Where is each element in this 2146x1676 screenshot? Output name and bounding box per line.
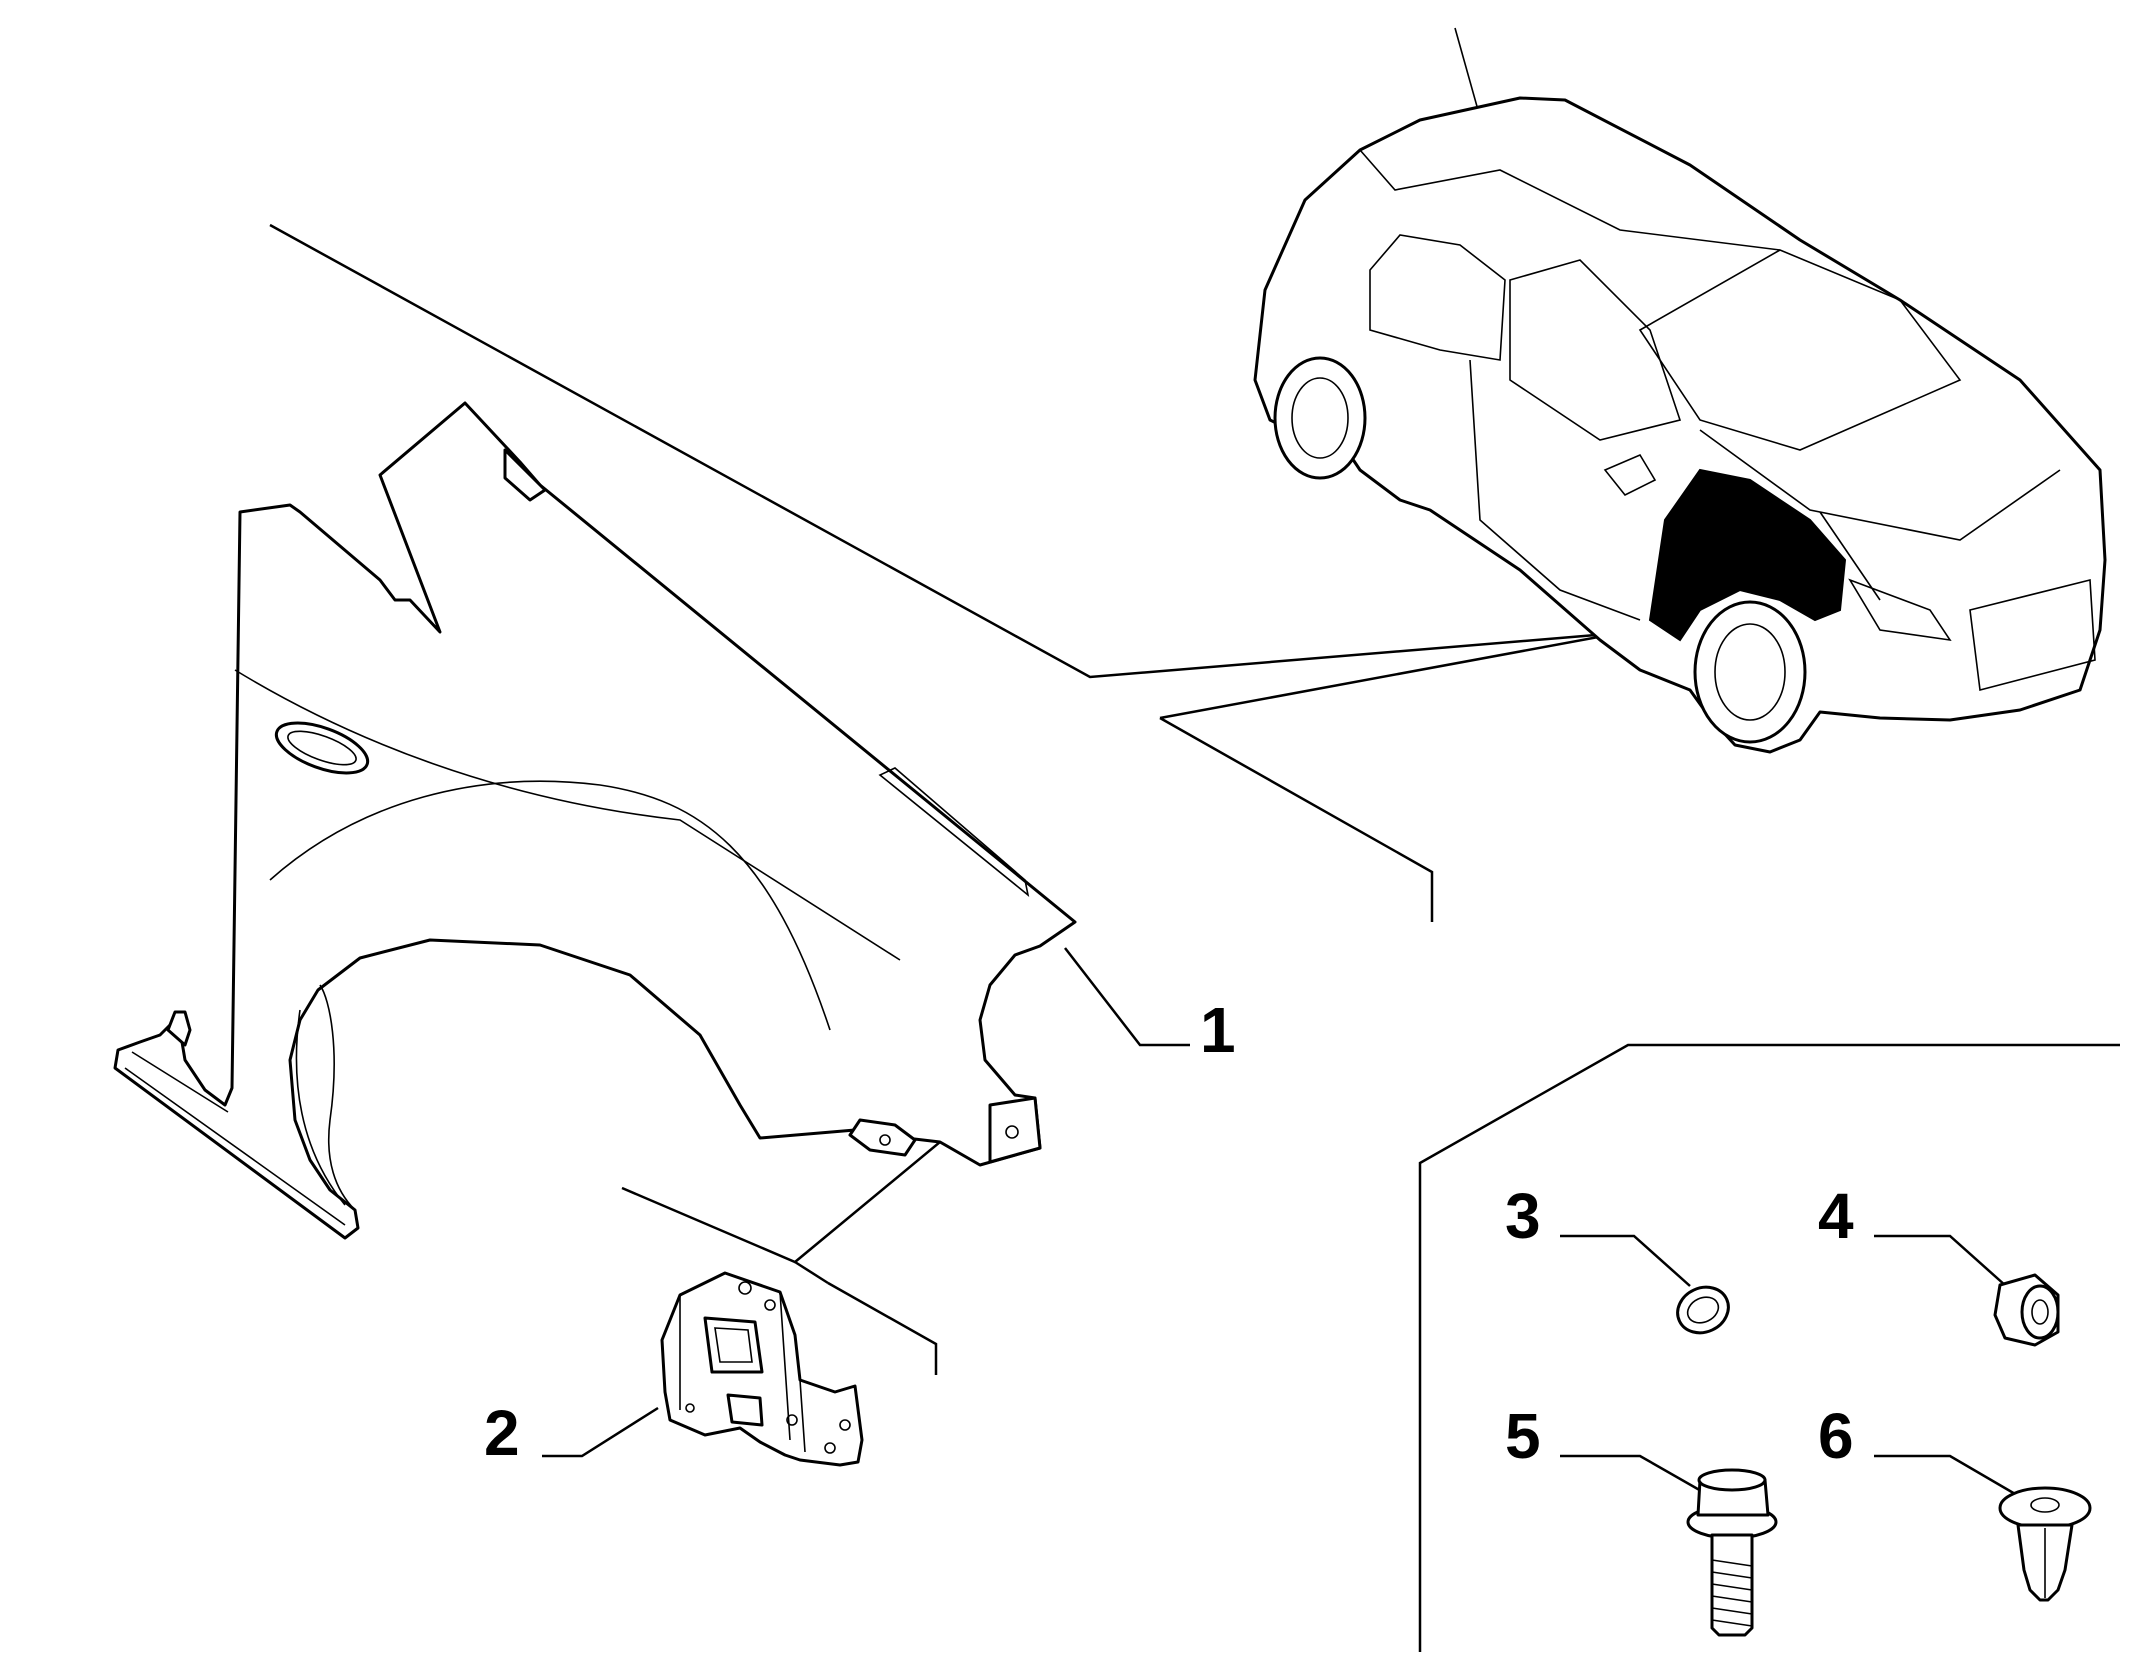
fender-flange-top [878,767,1030,898]
side-indicator-recess-inner [287,730,357,766]
bolt-thread [1711,1559,1753,1627]
callout-leader-6 [1874,1454,2023,1500]
fender-mount-tab-front [988,1096,1042,1164]
bracket-window [703,1316,764,1374]
bracket-window-inner [714,1327,753,1363]
bolt-head-top [1697,1468,1767,1492]
callout-number-1: 1 [1200,994,1236,1066]
bracket-hole [839,1419,851,1431]
spring-clip-drawing [1676,1285,1730,1335]
hardware-panel-border [1418,1043,2120,1652]
car-front-wheel [1693,600,1807,744]
car-door-line [1469,359,1641,621]
car-door-window [1509,259,1682,441]
callout-leader-2 [542,1406,659,1458]
car-side-window [1369,234,1506,361]
bracket-fold-line [679,1291,806,1453]
leader-lines [269,223,2120,1652]
bracket-hole [685,1403,695,1413]
rivet-head [1998,1486,2092,1530]
car-rear-wheel [1273,356,1367,480]
callout-number-2: 2 [484,1397,520,1469]
front-fender-drawing [113,401,1077,1240]
callout-number-3: 3 [1505,1180,1541,1252]
car-rear-wheel-rim [1291,377,1349,459]
callout-leader-4 [1874,1234,2007,1287]
callout-number-6: 6 [1818,1400,1854,1472]
bracket-hole [738,1281,752,1295]
fender-mount-hole [879,1134,891,1146]
fender-mount-tab-rear [848,1118,917,1157]
car-highlighted-fender [1648,468,1847,642]
bracket-reference-line-left [621,1141,941,1264]
car-overview-drawing [1253,27,2107,754]
fender-outline [113,401,1077,1240]
spring-clip-inner [1686,1296,1720,1324]
car-front-wheel-rim [1714,623,1786,721]
flange-nut-bore [2031,1299,2049,1325]
fender-mount-hole [1005,1125,1019,1139]
callout-number-4: 4 [1818,1180,1854,1252]
fender-top-clip [503,448,547,502]
fender-reference-line-down [1159,716,1434,922]
flange-nut-face [2020,1284,2060,1340]
bracket-hole [824,1442,836,1454]
car-mirror [1603,453,1657,497]
callout-numbers: 1 2 3 4 5 6 [484,994,1854,1472]
bracket-reference-line-join [794,1260,829,1285]
fender-rear-tab [166,1010,192,1047]
fender-wheelarch-inner [295,984,356,1211]
flange-nut-drawing [1993,1273,2060,1347]
car-front-grille [1969,578,2096,692]
car-hood-lines [1699,429,2061,601]
car-headlight [1848,578,1952,642]
fender-upper-crease [234,669,901,961]
fender-reference-line-bottom [1159,631,1621,720]
side-indicator-recess [274,721,370,775]
fender-reference-line-top [269,223,1621,679]
callout-leader-5 [1560,1454,1711,1498]
rivet-head-center [2030,1497,2060,1513]
fender-bracket-drawing [660,1271,864,1467]
car-roofline [1359,149,1781,251]
push-rivet-drawing [1998,1486,2092,1602]
bracket-hole [764,1299,776,1311]
bracket-reference-line-right [827,1281,938,1375]
fender-body-crease [269,780,831,1031]
spring-clip-body [1676,1285,1730,1335]
car-windshield [1638,249,1962,451]
bracket-hole [786,1414,798,1426]
fender-lip-edge [124,1051,346,1226]
callout-number-5: 5 [1505,1400,1541,1472]
car-body-outline [1253,96,2107,754]
bracket-lower-slot [726,1393,764,1427]
callout-leader-3 [1560,1234,1691,1287]
callout-leader-1 [1064,947,1190,1047]
hex-flange-bolt-drawing [1686,1468,1778,1637]
